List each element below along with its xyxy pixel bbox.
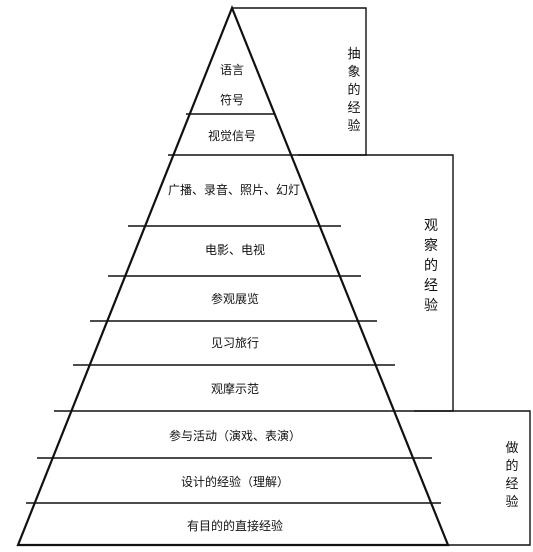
- level-label-contrived: 设计的经验（理解）: [181, 474, 289, 489]
- level-label-participation: 参与活动（演戏、表演）: [169, 428, 301, 443]
- level-label-film-tv: 电影、电视: [205, 242, 265, 257]
- level-dividers: [26, 113, 441, 504]
- group-label-observation: 观察的经验: [424, 218, 438, 314]
- level-label-radio-recording: 广播、录音、照片、幻灯: [168, 182, 300, 197]
- group-label-doing: 做的经验: [505, 441, 518, 510]
- level-label-visual-signals: 视觉信号: [208, 128, 256, 143]
- level-label-exhibitions: 参观展览: [211, 291, 259, 306]
- level-label-language: 语言: [220, 63, 244, 77]
- group-label-abstract: 抽象的经验: [347, 47, 360, 134]
- level-label-demonstrations: 观摩示范: [211, 381, 259, 396]
- level-label-direct: 有目的的直接经验: [187, 518, 283, 533]
- level-label-field-trips: 见习旅行: [211, 336, 259, 350]
- group-bracket-doing: [414, 410, 531, 546]
- level-label-symbols: 符号: [220, 92, 244, 107]
